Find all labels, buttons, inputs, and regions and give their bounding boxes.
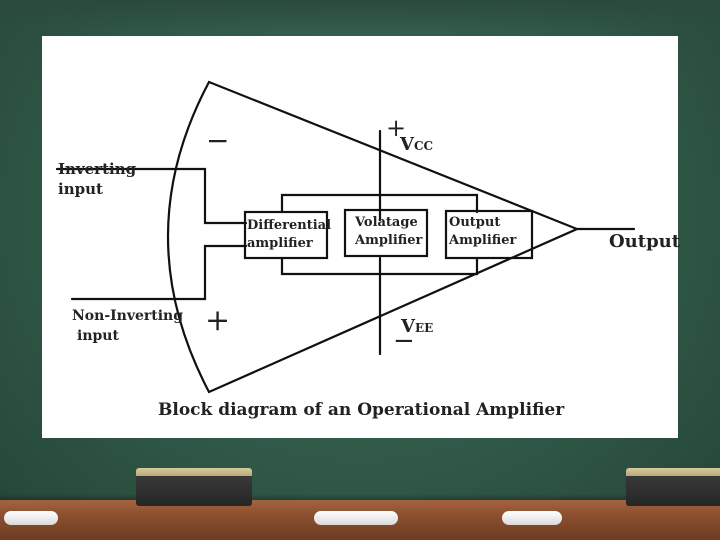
chalk-stick-middle	[314, 511, 398, 525]
opamp-triangle-outline	[167, 80, 580, 394]
inverting-input-label: Inverting input	[58, 160, 137, 198]
diagram-caption: Block diagram of an Operational Amplifie…	[158, 400, 565, 420]
vcc-plus-sign: +	[386, 114, 407, 142]
differential-amplifier-label: Differential amplifier	[247, 218, 332, 251]
lower-bias-line	[280, 256, 479, 276]
noninverting-input-label: Non-Inverting input	[72, 308, 184, 344]
noninverting-plus-sign: +	[205, 303, 231, 338]
vee-label: VEE	[401, 316, 434, 337]
inverting-minus-sign: −	[206, 124, 230, 157]
diagram-paper: Inverting input Non-Inverting input − + …	[42, 36, 681, 438]
left-eraser	[136, 468, 252, 506]
chalk-stick-right	[502, 511, 562, 525]
vcc-label: VCC	[400, 134, 434, 155]
opamp-diagram	[55, 80, 636, 394]
inverting-input-wire	[55, 167, 248, 225]
output-label: Output	[609, 231, 681, 252]
chalk-stick-left	[4, 511, 58, 525]
chalkboard-top-shadow	[0, 0, 720, 30]
output-amplifier-label: Output Amplifier	[449, 215, 517, 248]
voltage-amplifier-block	[343, 208, 429, 258]
right-eraser	[626, 468, 720, 506]
vee-minus-sign: −	[393, 326, 415, 356]
noninverting-input-wire	[70, 244, 248, 301]
voltage-amplifier-label: Volatage Amplifier	[355, 215, 423, 248]
ledge-shadow	[0, 494, 720, 502]
upper-bias-line	[280, 193, 479, 214]
differential-amplifier-block	[243, 210, 329, 260]
output-amplifier-block	[444, 209, 534, 260]
